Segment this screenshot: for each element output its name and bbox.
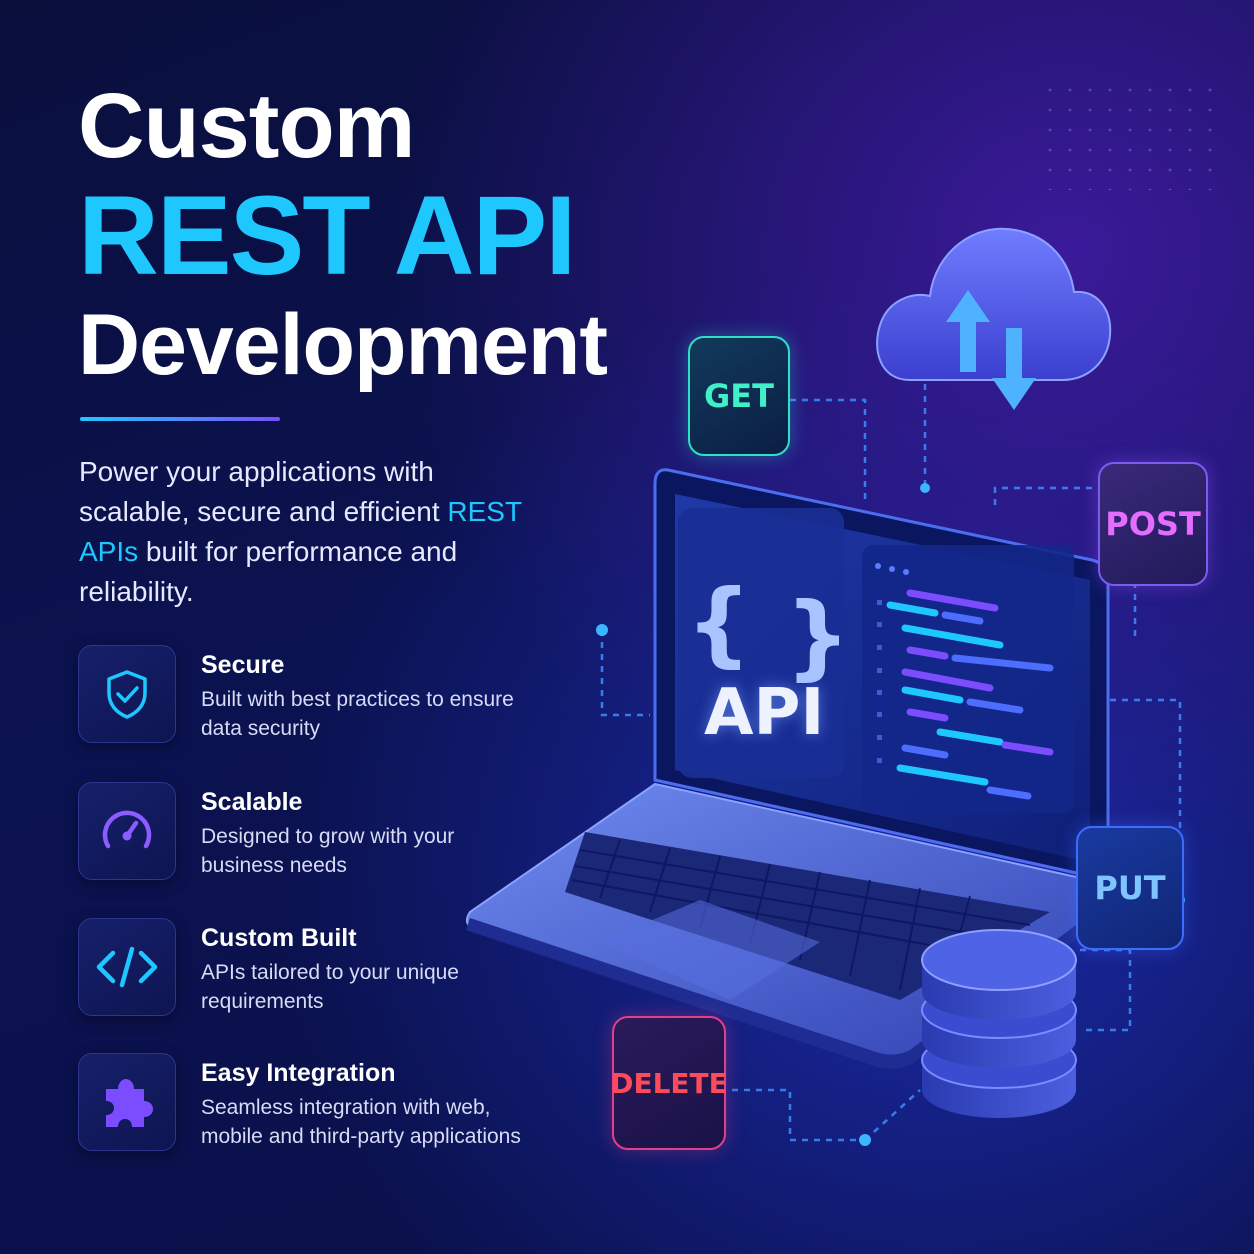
feature-custom-built: Custom Built APIs tailored to your uniqu… xyxy=(78,918,548,1028)
feature-description: Designed to grow with your business need… xyxy=(201,825,455,877)
speedometer-icon xyxy=(102,810,152,849)
cloud-sync-icon xyxy=(876,227,1112,410)
feature-title: Easy Integration xyxy=(201,1059,396,1087)
headline-line3: Development xyxy=(78,297,608,393)
delete-method-badge: DELETE xyxy=(610,1016,728,1150)
feature-description: Built with best practices to ensure data… xyxy=(201,688,514,740)
headline: Custom REST API Development xyxy=(78,75,608,393)
post-method-badge: POST xyxy=(1098,462,1208,586)
svg-text:}: } xyxy=(785,583,851,690)
feature-secure: Secure Built with best practices to ensu… xyxy=(78,645,548,755)
feature-scalable: Scalable Designed to grow with your busi… xyxy=(78,782,548,892)
feature-title: Custom Built xyxy=(201,924,357,952)
feature-title: Secure xyxy=(201,651,285,679)
headline-line2: REST API xyxy=(78,173,576,298)
svg-text:{: { xyxy=(686,570,752,677)
get-method-badge: GET xyxy=(688,336,790,456)
headline-line1: Custom xyxy=(78,75,415,177)
feature-description: Seamless integration with web, mobile an… xyxy=(201,1096,521,1148)
feature-easy-integration: Easy Integration Seamless integration wi… xyxy=(78,1053,548,1163)
screen-api-label: API xyxy=(704,676,825,750)
intro-highlight: REST APIs xyxy=(79,496,522,567)
intro-before: Power your applications with scalable, s… xyxy=(79,456,448,527)
put-method-badge: PUT xyxy=(1076,826,1184,950)
feature-icon-box xyxy=(78,645,176,743)
feature-icon-box xyxy=(78,1053,176,1151)
feature-icon-box xyxy=(78,918,176,1016)
intro-after: built for performance and reliability. xyxy=(79,536,458,607)
intro-text: Power your applications with scalable, s… xyxy=(79,452,539,612)
feature-icon-box xyxy=(78,782,176,880)
shield-check-icon xyxy=(107,670,147,719)
puzzle-icon xyxy=(106,1079,153,1127)
title-divider xyxy=(80,417,280,421)
database-icon xyxy=(921,929,1077,1118)
dot-grid-decoration xyxy=(1040,80,1220,190)
feature-description: APIs tailored to your unique requirement… xyxy=(201,961,459,1013)
connector-lines xyxy=(600,360,1182,1142)
code-brackets-icon xyxy=(96,946,158,988)
feature-title: Scalable xyxy=(201,788,303,816)
